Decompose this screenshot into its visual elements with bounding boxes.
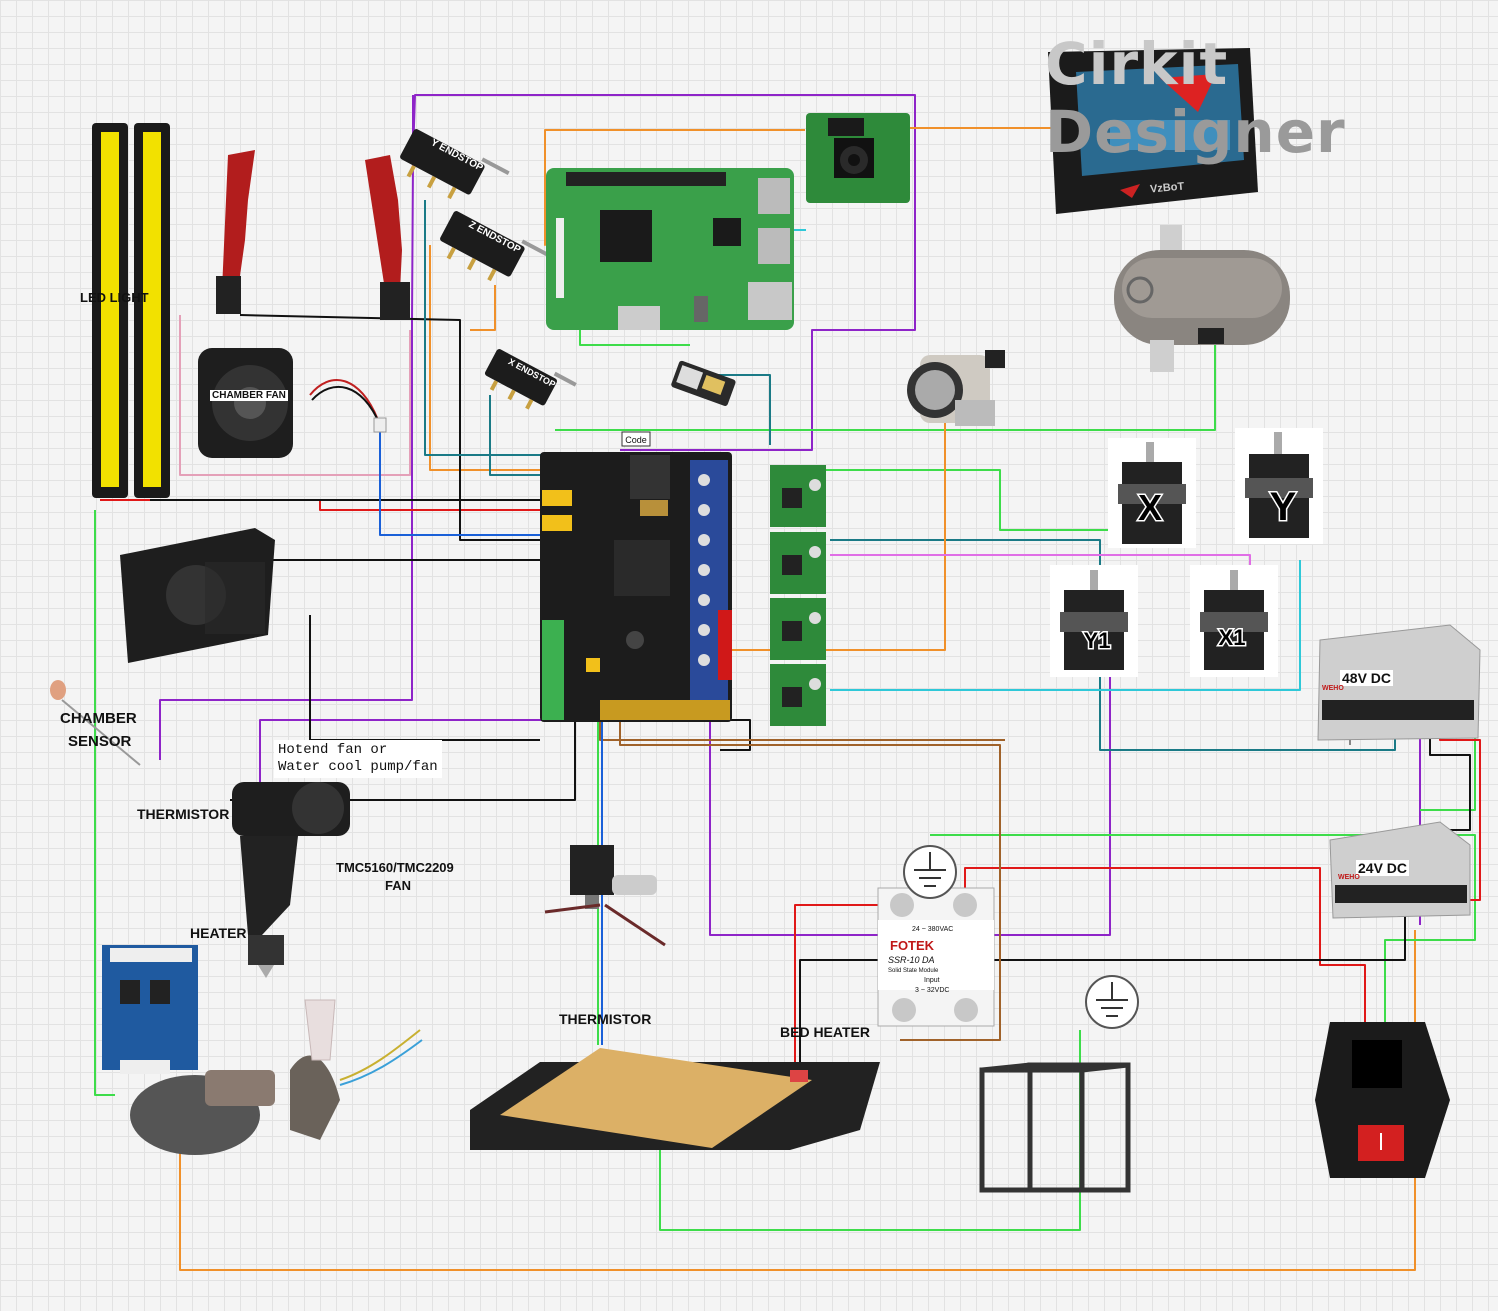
raspberry-pi <box>546 168 794 330</box>
code-tag: Code <box>621 431 651 447</box>
wire-teal-y <box>424 200 560 456</box>
wire-pink-fan <box>179 315 411 476</box>
wire-brown-extruder <box>730 405 946 651</box>
label-hotend-fan-line1: Hotend fan or <box>278 742 388 758</box>
ssr-model: SSR-10 DA <box>888 955 935 965</box>
wire-black-hotend-fan <box>309 615 540 741</box>
usb-module <box>671 360 736 406</box>
wire-green-x <box>825 469 1160 531</box>
wire-black-ssr <box>799 915 1406 1080</box>
x-endstop <box>484 349 577 410</box>
wire-brown-bed <box>619 720 1001 1041</box>
motor-x1-letter: X1 <box>1219 625 1246 650</box>
stepper-x1 <box>1190 565 1278 677</box>
watermark-brand: Cirkit <box>1045 30 1229 98</box>
label-psu-brand-24v: WEHO <box>1338 874 1360 881</box>
stepper-drivers <box>770 465 826 726</box>
ssr-output: 24 ~ 380VAC <box>912 926 953 933</box>
motor-y1-letter: Y1 <box>1084 628 1111 653</box>
wire-red-led <box>100 499 540 511</box>
chamber-fan <box>198 348 387 458</box>
controller-board <box>540 452 732 722</box>
y-endstop <box>400 129 510 200</box>
hotend-assembly <box>232 782 350 978</box>
wire-green-sensor <box>555 340 1216 431</box>
wire-green-left <box>94 510 115 1096</box>
z-endstop <box>440 211 550 282</box>
label-chamber-sensor-1: CHAMBER <box>60 710 137 727</box>
extruder <box>907 350 1005 426</box>
wire-green-ground <box>930 834 1476 1060</box>
wire-cyan-motor <box>830 560 1301 691</box>
label-psu-brand-48v: WEHO <box>1322 685 1344 692</box>
red-lever-right <box>365 155 410 320</box>
wire-purple-hotend <box>259 719 560 800</box>
stepper-x <box>1108 438 1196 548</box>
wire-pink-motor <box>830 554 1251 650</box>
wire-orange-z2 <box>470 285 496 331</box>
label-thermistor-hotend: THERMISTOR <box>137 806 230 822</box>
label-bed-heater: BED HEATER <box>780 1024 870 1040</box>
watermark-logo: Cirkit Designer <box>1045 30 1498 166</box>
camera-module <box>806 113 910 203</box>
code-tag-label: Code <box>625 435 647 445</box>
label-thermistor-bed: THERMISTOR <box>559 1011 652 1027</box>
stepper-y <box>1235 428 1323 544</box>
wire-red-24v <box>964 867 1366 1060</box>
touch-display <box>1048 48 1258 214</box>
wire-purple-endstop <box>159 159 414 760</box>
label-led-strip: LED LIGHT <box>80 290 149 305</box>
wire-black-board <box>720 719 751 751</box>
wire-orange-rpi <box>544 129 805 246</box>
label-psu-48v: 48V DC <box>1340 670 1394 686</box>
label-hotend-fan: Hotend fan or Water cool pump/fan <box>274 740 442 778</box>
stepper-y1 <box>1050 565 1138 677</box>
ssr-input: Input <box>924 977 940 984</box>
water-pump <box>130 999 423 1155</box>
motor-x-letter: X <box>1138 487 1162 528</box>
ssr-module: FOTEK SSR-10 DA Solid State Module 24 ~ … <box>877 887 995 1027</box>
radiator-fan <box>120 528 275 663</box>
label-hotend-fan-line2: Water cool pump/fan <box>278 759 438 775</box>
chamber-thermistor <box>50 680 141 766</box>
wire-red-ssr <box>794 904 880 1080</box>
psu-48v <box>1317 624 1481 741</box>
wire-teal-x <box>489 395 560 476</box>
ssr-desc: Solid State Module <box>888 968 939 974</box>
filament-sensor <box>1114 225 1290 372</box>
wire-brown-ssr <box>599 720 1005 741</box>
led-strip <box>92 123 170 498</box>
label-driver-fan-2: FAN <box>385 878 411 893</box>
label-heater: HEATER <box>190 925 247 941</box>
ground-symbol-1 <box>903 845 957 899</box>
red-lever-left <box>216 150 255 314</box>
ssr-brand: FOTEK <box>890 938 935 953</box>
wire-black-hotend <box>230 655 576 801</box>
label-chamber-fan: CHAMBER FAN <box>210 390 288 401</box>
watermark-product: Designer <box>1045 98 1346 166</box>
wire-green-rpi <box>579 330 690 346</box>
printer-frame <box>979 1062 1131 1193</box>
ground-symbol-2 <box>1085 975 1139 1029</box>
motor-y-letter: Y <box>1270 485 1297 529</box>
tripod-motor <box>544 845 666 947</box>
label-psu-24v: 24V DC <box>1356 860 1410 876</box>
ssr-input-range: 3 ~ 32VDC <box>915 987 949 994</box>
heated-bed <box>470 1048 880 1150</box>
label-chamber-sensor-2: SENSOR <box>68 733 132 750</box>
wire-black-fan <box>239 314 540 541</box>
wire-blue-thermistor <box>379 420 540 536</box>
wire-green-psu <box>1420 730 1476 811</box>
motor-driver-pcb <box>102 945 198 1074</box>
power-inlet <box>1315 1022 1450 1178</box>
label-driver-fan-1: TMC5160/TMC2209 <box>336 860 454 875</box>
